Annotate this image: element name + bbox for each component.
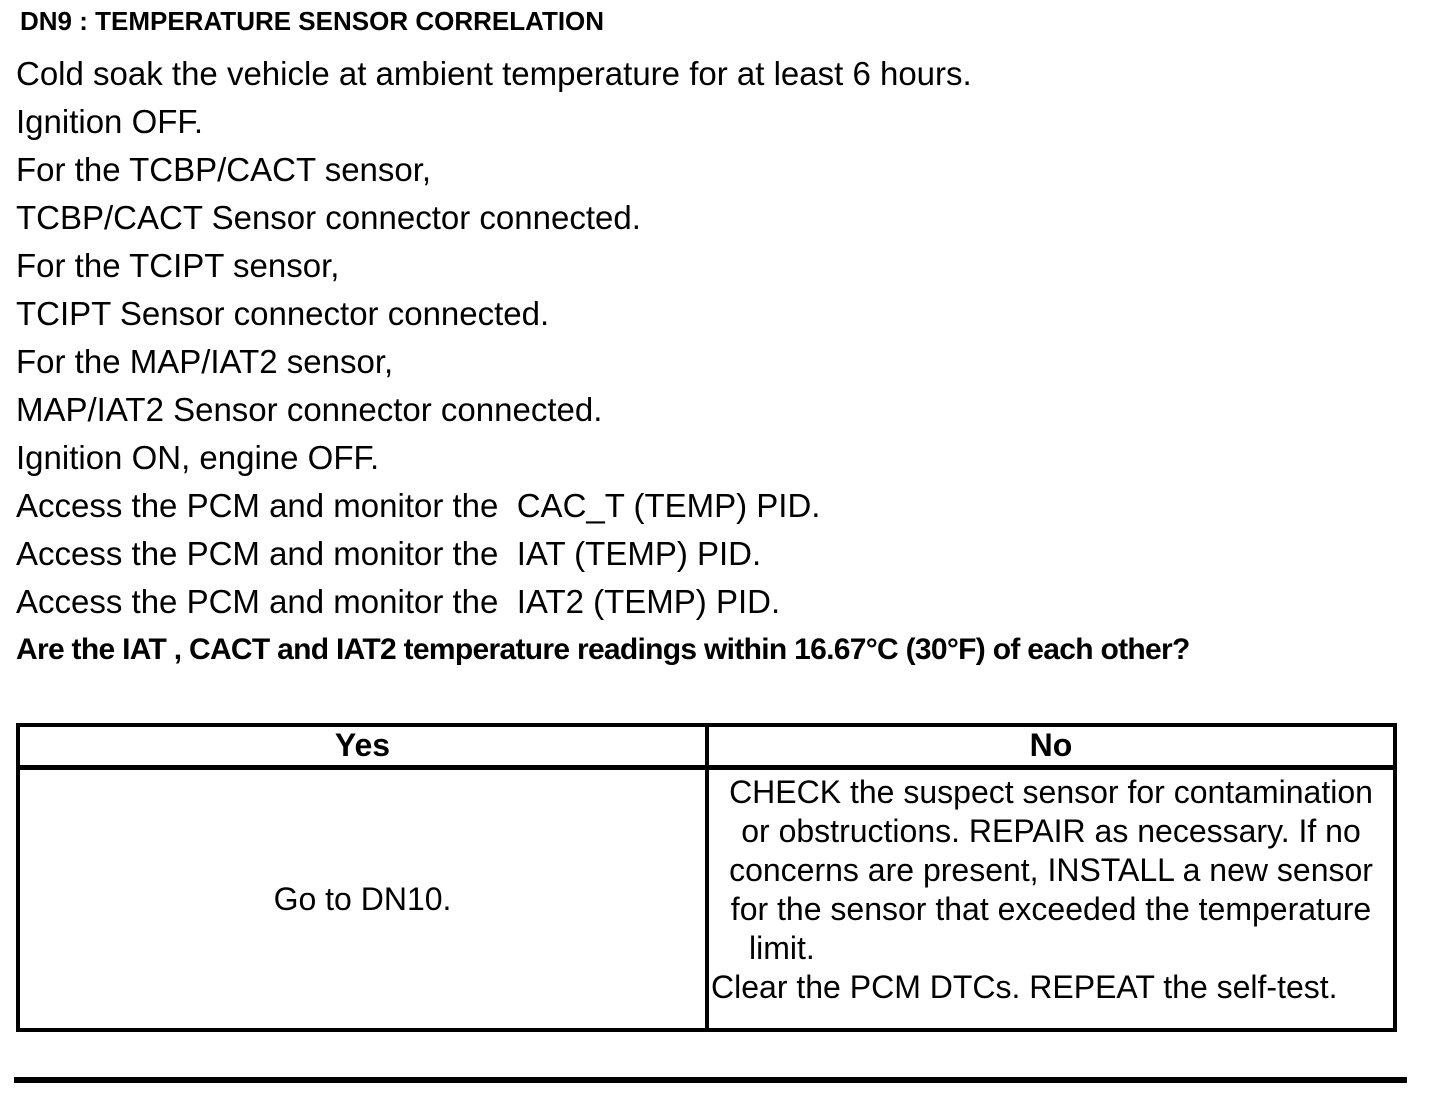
yes-action-text: Go to DN10. [273, 880, 452, 917]
procedure-line-cold-soak: Cold soak the vehicle at ambient tempera… [16, 55, 972, 92]
procedure-line-ignition-off: Ignition OFF. [16, 103, 204, 140]
no-action-line: for the sensor that exceeded the tempera… [730, 891, 1372, 927]
page-title: DN9 : TEMPERATURE SENSOR CORRELATION [20, 6, 605, 36]
yes-column-header: Yes [20, 727, 709, 770]
procedure-line-tcbp-cact-connected: TCBP/CACT Sensor connector connected. [16, 199, 641, 236]
procedure-line-for-tcbp-cact: For the TCBP/CACT sensor, [16, 151, 432, 188]
procedure-text: Cold soak the vehicle at ambient tempera… [16, 50, 1440, 674]
no-action-line-clear-dtcs: Clear the PCM DTCs. REPEAT the self-test… [711, 969, 1338, 1005]
procedure-line-for-map-iat2: For the MAP/IAT2 sensor, [16, 343, 394, 380]
no-action-cell: CHECK the suspect sensor for contaminati… [709, 770, 1393, 1028]
procedure-line-ignition-on: Ignition ON, engine OFF. [16, 439, 380, 476]
result-table: Yes No Go to DN10. CHECK the suspect sen… [16, 723, 1397, 1032]
procedure-line-monitor-iat: Access the PCM and monitor the IAT (TEMP… [16, 535, 762, 572]
no-action-line: CHECK the suspect sensor for contaminati… [729, 774, 1373, 810]
procedure-line-map-iat2-connected: MAP/IAT2 Sensor connector connected. [16, 391, 603, 428]
procedure-line-for-tcipt: For the TCIPT sensor, [16, 247, 340, 284]
no-action-line: concerns are present, INSTALL a new sens… [729, 852, 1373, 888]
procedure-line-tcipt-connected: TCIPT Sensor connector connected. [16, 295, 550, 332]
procedure-line-monitor-cac-t: Access the PCM and monitor the CAC_T (TE… [16, 487, 821, 524]
no-action-line: or obstructions. REPAIR as necessary. If… [741, 813, 1361, 849]
question-text: Are the IAT , CACT and IAT2 temperature … [16, 633, 1190, 666]
horizontal-rule [14, 1077, 1407, 1083]
no-column-header: No [709, 727, 1393, 770]
yes-action-cell: Go to DN10. [20, 770, 709, 1028]
procedure-line-monitor-iat2: Access the PCM and monitor the IAT2 (TEM… [16, 583, 781, 620]
no-action-line-limit: limit. [749, 930, 815, 966]
